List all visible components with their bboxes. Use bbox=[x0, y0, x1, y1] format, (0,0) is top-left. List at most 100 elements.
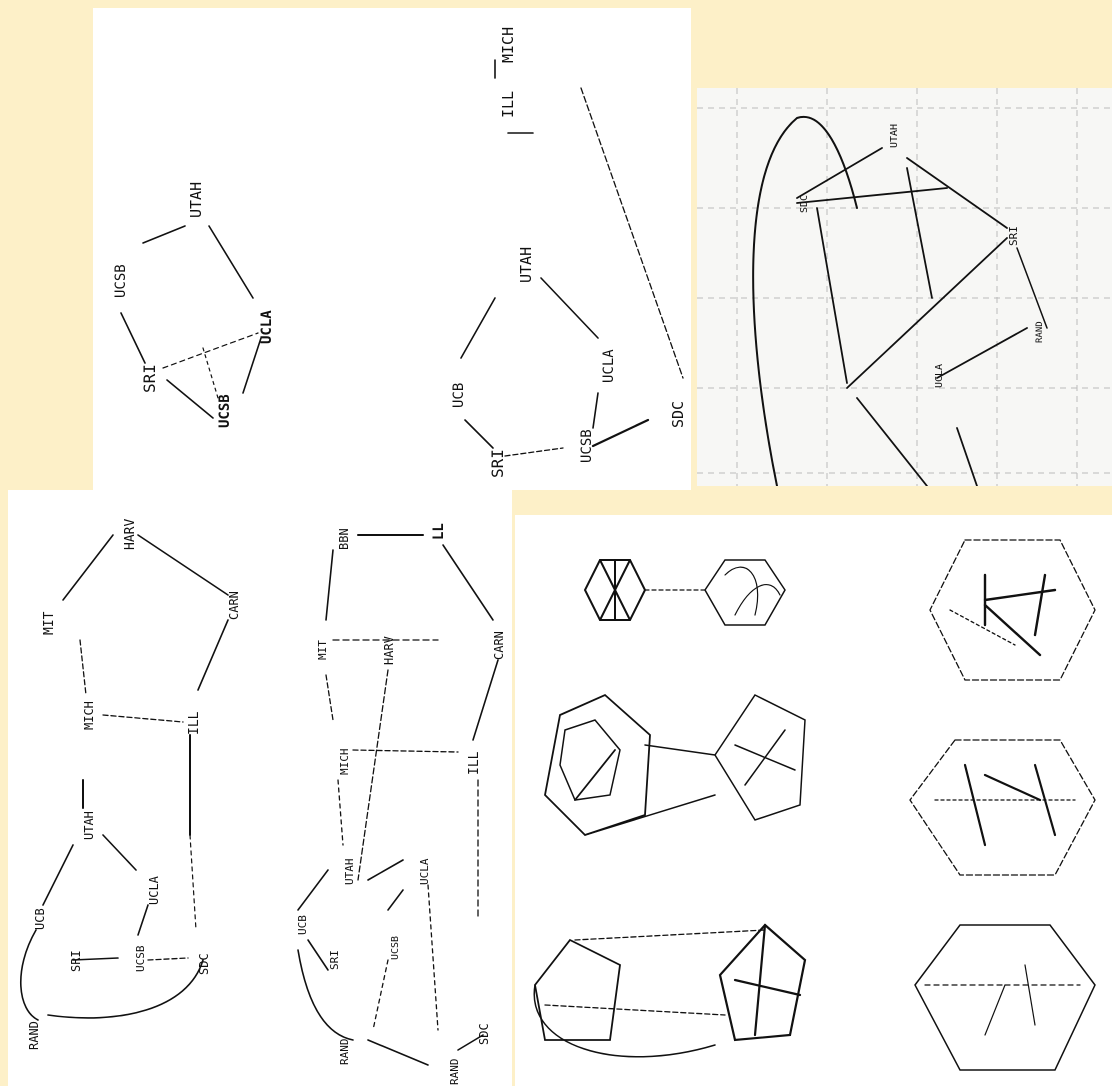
hexagon-outer bbox=[930, 540, 1095, 680]
polygon-left-inner bbox=[560, 720, 620, 800]
edge-ucsb2-ucla bbox=[243, 338, 261, 393]
edge-sri-ucsb bbox=[505, 448, 563, 456]
panel-bottom-right bbox=[515, 515, 1112, 1086]
edge-ucb-sri bbox=[308, 940, 328, 970]
edge-ucb-utah bbox=[461, 298, 495, 358]
node-label-sri: SRI bbox=[140, 364, 159, 393]
node-label-mit: MIT bbox=[42, 611, 57, 635]
edge-inner bbox=[203, 348, 218, 398]
network-sketch-top-right: UTAH SRI UCLA SDC RAND bbox=[697, 88, 1112, 486]
edge-carn-ill bbox=[198, 620, 228, 690]
node-label-sri: SRI bbox=[69, 950, 83, 972]
node-label-rand: RAND bbox=[1035, 321, 1045, 343]
hexagon-outer bbox=[910, 740, 1095, 875]
node-label-sdc: SDC bbox=[799, 195, 810, 213]
edge-mich-utah bbox=[338, 780, 343, 845]
panel-bottom-left: HARV MIT CARN MICH ILL UTAH UCLA UCB SRI… bbox=[8, 490, 512, 1086]
map-a: HARV MIT CARN MICH ILL UTAH UCLA UCB SRI… bbox=[21, 519, 241, 1050]
node-label-ucsb2: UCSB bbox=[217, 394, 233, 428]
edge-mit-harv bbox=[63, 535, 113, 600]
edge-ucla-rand bbox=[428, 885, 438, 1030]
edge-mich-ill bbox=[353, 750, 458, 752]
node-label-rand-2: RAND bbox=[448, 1059, 461, 1086]
edge-ucsb-sri bbox=[121, 313, 145, 363]
pentagon-right bbox=[715, 695, 805, 820]
bridge-1 bbox=[575, 930, 765, 940]
star-1 bbox=[735, 980, 800, 995]
edge-ucb-sri bbox=[465, 420, 493, 448]
edge-i bbox=[817, 208, 847, 383]
bridge-1 bbox=[645, 745, 715, 755]
e1 bbox=[965, 765, 985, 845]
node-label-sdc: SDC bbox=[477, 1023, 491, 1045]
edge-utah-ucb bbox=[43, 845, 73, 905]
edge-harv-utah bbox=[358, 670, 388, 880]
map-b: MICH ILL UTAH UCLA UCB SRI UCSB SDC bbox=[451, 27, 687, 478]
edge-utah-ucb bbox=[298, 870, 328, 910]
hexagon-right bbox=[705, 560, 785, 625]
node-label-harv: HARV bbox=[382, 636, 396, 665]
node-label-utah: UTAH bbox=[343, 859, 356, 886]
node-label-ucla: UCLA bbox=[934, 364, 945, 388]
edge-bbn-mit bbox=[326, 550, 333, 620]
edge-c bbox=[907, 158, 1007, 228]
node-label-rand: RAND bbox=[338, 1039, 351, 1066]
panel-top-left: UTAH UCSB UCLA SRI UCSB MICH ILL UTAH UC… bbox=[93, 8, 691, 490]
edge-mit-mich bbox=[80, 640, 86, 695]
edge-carn-ill bbox=[473, 660, 498, 740]
node-label-ucla: UCLA bbox=[418, 858, 431, 885]
star-2 bbox=[755, 925, 765, 1035]
node-label-carn: CARN bbox=[492, 631, 506, 660]
panel-top-right: UTAH SRI UCLA SDC RAND bbox=[697, 88, 1112, 486]
edge-b bbox=[797, 188, 947, 203]
node-label-mich: MICH bbox=[82, 701, 96, 730]
edge-h bbox=[957, 428, 977, 486]
node-label-ucla: UCLA bbox=[259, 310, 275, 344]
grid-noise bbox=[697, 88, 1112, 486]
edge-ucb-rand bbox=[21, 930, 38, 1020]
bridge-3 bbox=[534, 985, 715, 1057]
graph-hex-sparse bbox=[915, 925, 1095, 1070]
edge-ll-carn bbox=[443, 545, 493, 620]
node-label-sri: SRI bbox=[488, 449, 507, 478]
edge-ucb-rand bbox=[298, 950, 353, 1040]
e3 bbox=[985, 605, 1040, 655]
node-label-utah: UTAH bbox=[82, 811, 96, 840]
node-label-carn: CARN bbox=[227, 591, 241, 620]
node-label-ucsb: UCSB bbox=[113, 264, 129, 298]
e2 bbox=[985, 775, 1040, 800]
bridge-2 bbox=[585, 795, 715, 835]
edge-g bbox=[937, 328, 1027, 378]
edge-ucla-ucsb bbox=[593, 393, 598, 428]
graph-hex-dense-1 bbox=[930, 540, 1095, 680]
e4 bbox=[1035, 575, 1045, 635]
hexagon-outer bbox=[915, 925, 1095, 1070]
node-label-ill: ILL bbox=[499, 91, 517, 118]
graph-hex-dense-2 bbox=[910, 740, 1095, 875]
node-label-ill: ILL bbox=[187, 711, 202, 735]
pentagon-left bbox=[535, 940, 620, 1040]
edge-utah-ucla bbox=[209, 226, 253, 298]
edge-ill-sdc bbox=[581, 88, 683, 378]
node-label-mich: MICH bbox=[338, 749, 351, 776]
edge-mich-ill bbox=[103, 715, 183, 722]
node-label-ucb: UCB bbox=[296, 915, 309, 935]
node-label-sdc: SDC bbox=[197, 953, 211, 975]
node-label-ucsb: UCSB bbox=[134, 945, 147, 972]
map-b: BBN LL MIT HARV CARN MICH ILL UTAH UCB S… bbox=[296, 523, 506, 1085]
star-2 bbox=[745, 730, 785, 785]
e2 bbox=[985, 590, 1055, 600]
e5 bbox=[950, 610, 1015, 645]
node-label-sri: SRI bbox=[1007, 226, 1020, 246]
node-label-utah: UTAH bbox=[889, 124, 900, 148]
graph-hex-and-pentagon bbox=[545, 695, 805, 835]
edge-e bbox=[847, 238, 1007, 388]
graph-sketches-bottom-right bbox=[515, 515, 1112, 1086]
edge-ucsb-sdc bbox=[148, 958, 188, 960]
edge-sri-ucla bbox=[163, 333, 258, 368]
network-sketch-bottom-left: HARV MIT CARN MICH ILL UTAH UCLA UCB SRI… bbox=[8, 490, 512, 1086]
node-label-bbn: BBN bbox=[337, 528, 351, 550]
node-label-harv: HARV bbox=[123, 519, 138, 550]
edge-sri-ucsb2 bbox=[167, 380, 213, 418]
edge-ucla-ucsb bbox=[388, 890, 403, 910]
